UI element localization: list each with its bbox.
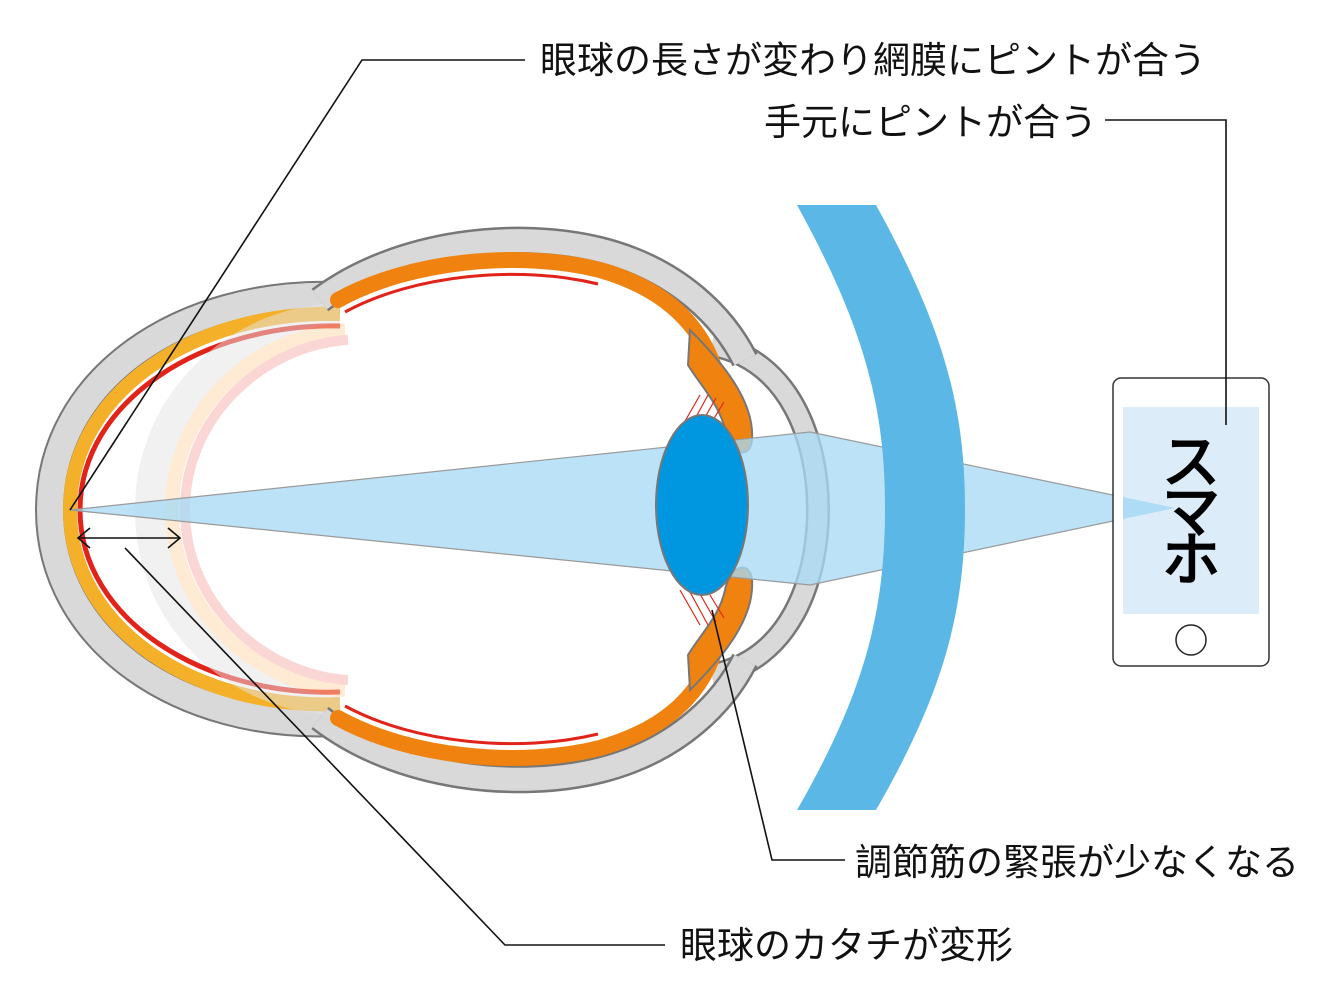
light-cone xyxy=(69,431,1176,586)
leader-focus-near xyxy=(1105,119,1227,425)
leader-eyeball-shape xyxy=(124,547,665,946)
choroid-bottom xyxy=(330,632,726,766)
label-focus-near: 手元にピントが合う xyxy=(764,101,1097,144)
phone-home-button xyxy=(1175,624,1207,656)
leader-ciliary-muscle xyxy=(711,609,845,861)
phone-screen-char-1: ス xyxy=(1162,428,1220,496)
phone-screen-char-3: ホ xyxy=(1162,526,1220,594)
crystalline-lens xyxy=(655,414,749,596)
choroid-top xyxy=(330,252,726,388)
label-ciliary-muscle: 調節筋の緊張が少なくなる xyxy=(855,841,1299,884)
phone-screen-char-2: マ xyxy=(1162,478,1220,546)
retina-bottom xyxy=(344,704,599,746)
elongation-arrow xyxy=(76,527,182,549)
retina-top xyxy=(344,272,599,314)
corrective-lens xyxy=(797,205,965,810)
main-eyeball xyxy=(311,226,831,794)
leader-eyeball-length xyxy=(69,59,525,511)
label-eyeball-shape: 眼球のカタチが変形 xyxy=(680,924,1013,967)
label-eyeball-length: 眼球の長さが変わり網膜にピントが合う xyxy=(540,39,1206,82)
light-cone-tip xyxy=(1123,497,1175,519)
smartphone: ス マ ホ xyxy=(1112,377,1270,667)
